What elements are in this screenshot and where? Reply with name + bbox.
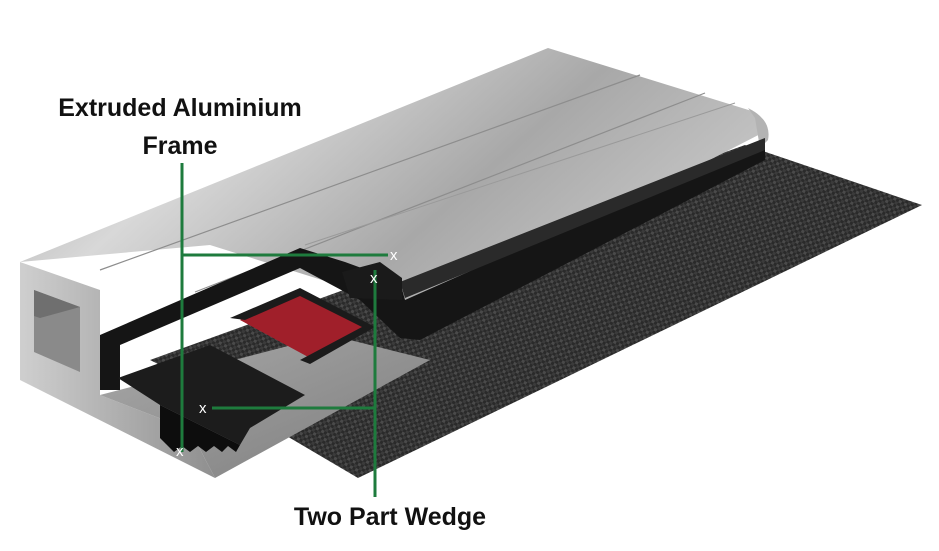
frame-label: Extruded Aluminium Frame bbox=[20, 89, 340, 165]
wedge-teeth bbox=[160, 405, 240, 452]
frame-top-face bbox=[20, 48, 768, 310]
wedge-upper-block bbox=[342, 262, 402, 300]
frame-label-line1: Extruded Aluminium bbox=[58, 94, 302, 122]
frame-groove bbox=[99, 74, 641, 271]
marker-frame-top: x bbox=[390, 247, 398, 264]
rubber-channel-edge bbox=[400, 138, 765, 298]
wedge-lower-block bbox=[118, 345, 305, 445]
frame-nose-edge bbox=[748, 108, 769, 148]
red-gasket bbox=[240, 294, 365, 358]
frame-label-line2: Frame bbox=[142, 132, 218, 160]
marker-frame-base: x bbox=[176, 443, 184, 460]
marker-wedge-top: x bbox=[370, 270, 378, 287]
frame-hollow-shade bbox=[34, 290, 80, 318]
callout-lines bbox=[180, 163, 388, 497]
frame-groove bbox=[304, 102, 736, 246]
wedge-label: Two Part Wedge bbox=[293, 503, 487, 531]
marker-wedge-lower: x bbox=[199, 400, 207, 417]
red-gasket-rim bbox=[230, 288, 375, 364]
